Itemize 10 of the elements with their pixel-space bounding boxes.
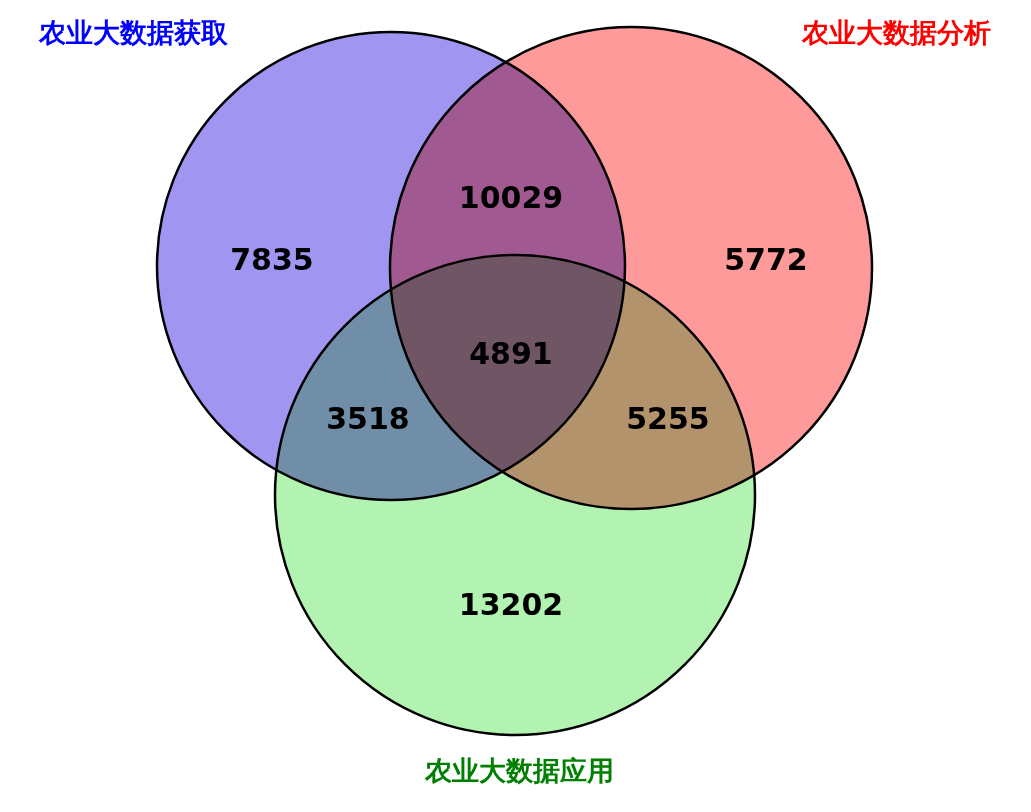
count-label: 5772 bbox=[724, 242, 808, 276]
count-label: 10029 bbox=[458, 180, 564, 214]
count-label: 13202 bbox=[458, 587, 564, 621]
count-label: 5255 bbox=[626, 401, 710, 435]
set-title: 农业大数据应用 bbox=[424, 756, 614, 786]
count-label: 3518 bbox=[326, 401, 410, 435]
count-label: 4891 bbox=[469, 336, 553, 370]
count-label: 7835 bbox=[230, 242, 314, 276]
set-title: 农业大数据获取 bbox=[38, 18, 228, 48]
set-title: 农业大数据分析 bbox=[801, 18, 991, 48]
